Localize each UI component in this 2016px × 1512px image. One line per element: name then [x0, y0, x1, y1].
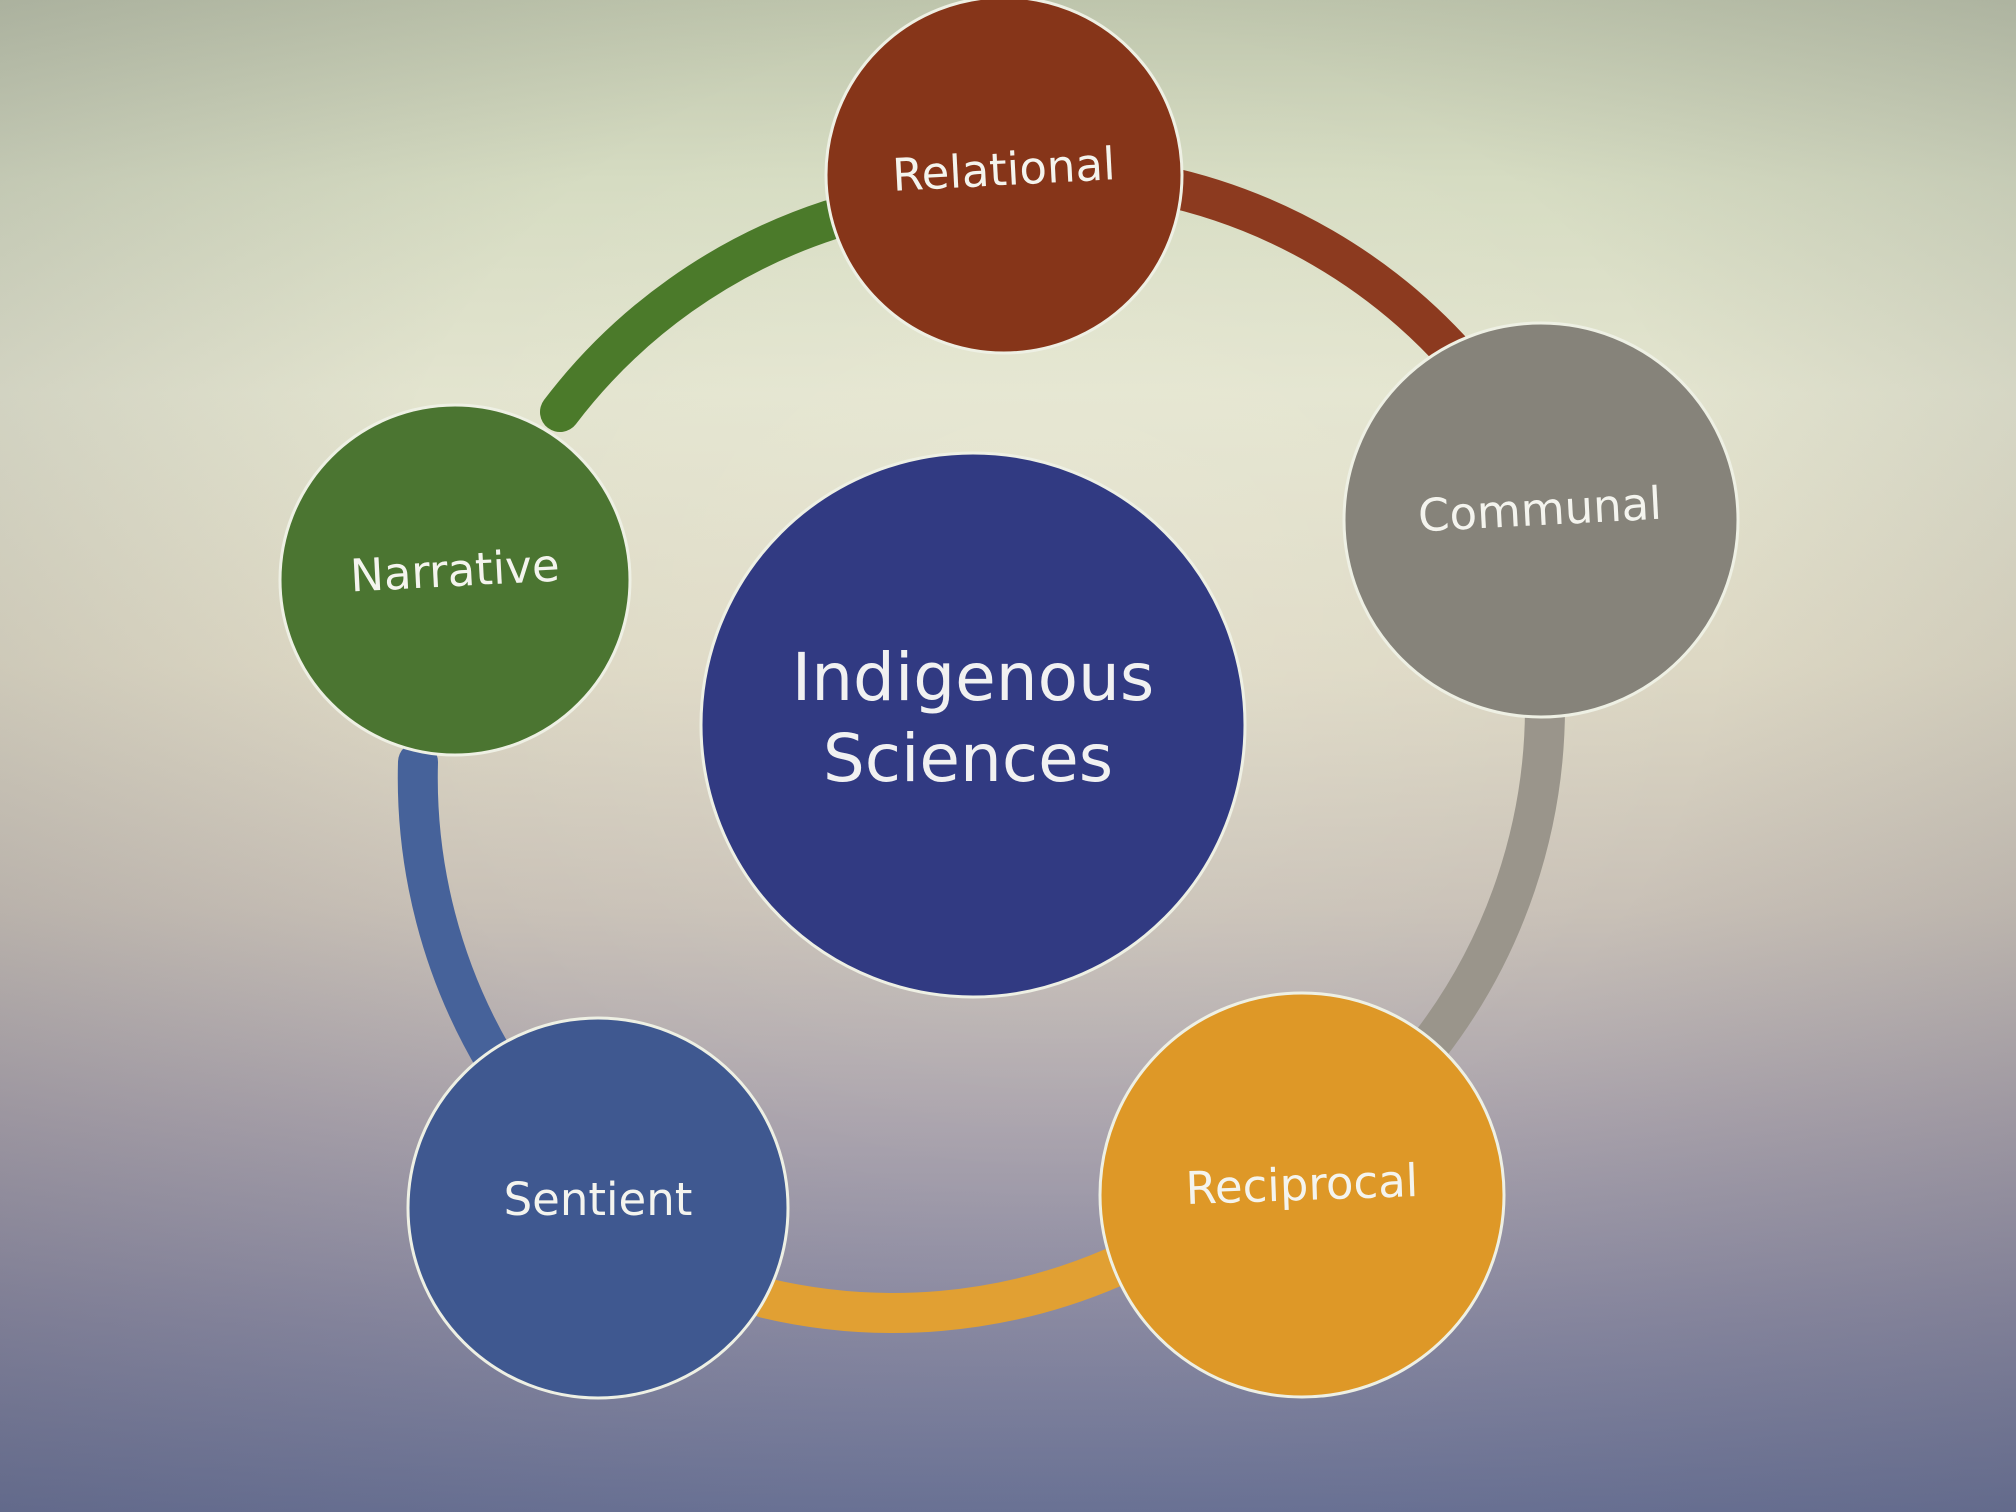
arc-reciprocal-sentient	[745, 1248, 1132, 1333]
node-reciprocal-circle	[1098, 991, 1506, 1399]
node-relational-circle	[824, 0, 1184, 355]
arc-communal-reciprocal	[1410, 685, 1566, 1065]
node-sentient: Sentient	[406, 1016, 790, 1400]
node-reciprocal-label: Reciprocal	[1185, 1154, 1419, 1215]
node-narrative-circle	[278, 403, 632, 757]
center-node: Indigenous Sciences	[699, 451, 1247, 999]
arc-narrative-relational	[540, 200, 850, 432]
arc-relational-communal	[1140, 165, 1478, 378]
center-label-line2: Sciences	[823, 720, 1113, 797]
node-relational-label: Relational	[891, 137, 1117, 202]
node-relational: Relational	[824, 0, 1184, 355]
node-communal: Communal	[1342, 321, 1740, 719]
node-narrative-label: Narrative	[349, 539, 561, 603]
arc-sentient-narrative	[397, 742, 516, 1082]
node-reciprocal: Reciprocal	[1098, 991, 1506, 1399]
node-communal-circle	[1342, 321, 1740, 719]
center-circle	[699, 451, 1247, 999]
node-communal-label: Communal	[1417, 477, 1663, 543]
node-narrative: Narrative	[278, 403, 632, 757]
center-label-line1: Indigenous	[792, 639, 1154, 716]
node-sentient-label: Sentient	[504, 1173, 693, 1226]
node-sentient-circle	[406, 1016, 790, 1400]
